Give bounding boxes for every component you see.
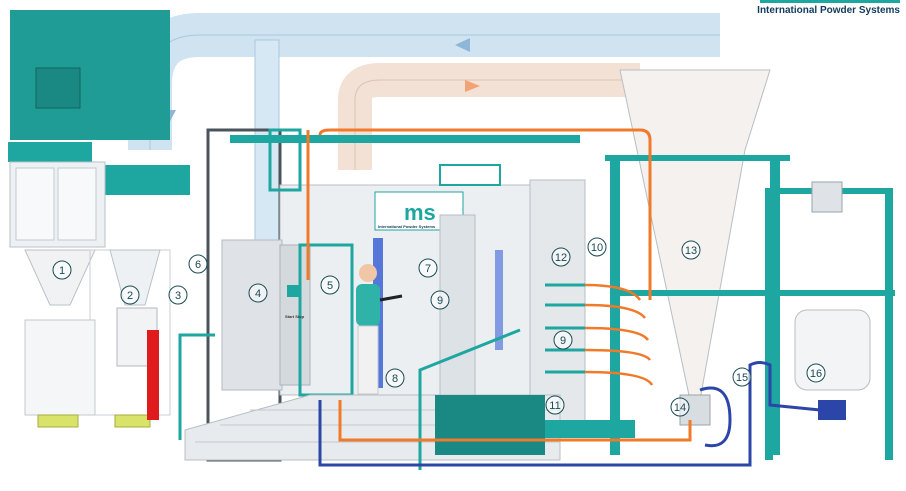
callout-number: 11 — [549, 400, 560, 412]
brand-accent-bar — [760, 0, 900, 3]
callout-9a: 9 — [430, 290, 450, 310]
callout-16: 16 — [806, 363, 826, 383]
callout-4: 4 — [248, 283, 268, 303]
booth-structure — [178, 128, 635, 470]
panel-label: Start Stop — [285, 314, 305, 319]
callout-11: 11 — [545, 395, 565, 415]
callout-circle — [587, 237, 607, 257]
flow-arrow-icon — [455, 38, 470, 52]
callout-13: 13 — [681, 240, 701, 260]
callout-10: 10 — [587, 237, 607, 257]
callout-circle — [52, 260, 72, 280]
callout-6: 6 — [188, 254, 208, 274]
callout-14: 14 — [670, 397, 690, 417]
callout-circle — [385, 368, 405, 388]
callout-number: 9 — [437, 295, 443, 307]
booth-logo-subtext: International Powder Systems — [378, 224, 436, 229]
callout-number: 1 — [59, 265, 65, 277]
brand-tagline: International Powder Systems — [757, 5, 900, 16]
booth-logo-text: ms — [404, 200, 436, 225]
callout-7: 7 — [418, 258, 438, 278]
callout-5: 5 — [320, 275, 340, 295]
callout-circle — [188, 254, 208, 274]
callout-number: 9 — [560, 335, 566, 347]
callout-number: 16 — [810, 368, 822, 380]
callout-12: 12 — [551, 247, 571, 267]
callout-number: 14 — [674, 402, 686, 414]
callout-number: 13 — [685, 245, 697, 257]
callout-8: 8 — [385, 368, 405, 388]
callout-number: 3 — [175, 290, 181, 302]
spray-gun-rack — [545, 283, 585, 374]
callout-circle — [681, 240, 701, 260]
callout-circle — [320, 275, 340, 295]
callout-number: 8 — [392, 373, 398, 385]
callout-circle — [120, 285, 140, 305]
callout-number: 4 — [255, 288, 261, 300]
callout-circle — [430, 290, 450, 310]
callout-number: 12 — [555, 252, 567, 264]
filter-unit — [8, 10, 190, 428]
callout-number: 10 — [591, 242, 603, 254]
callout-number: 6 — [195, 259, 201, 271]
callout-number: 2 — [127, 290, 133, 302]
powder-hoses — [306, 128, 821, 467]
callout-circle — [168, 285, 188, 305]
flow-arrow-icon — [465, 80, 480, 92]
big-bag-station — [765, 181, 893, 460]
callout-number: 15 — [736, 372, 748, 384]
callout-circle — [418, 258, 438, 278]
callout-circle — [670, 397, 690, 417]
callout-circle — [806, 363, 826, 383]
callout-2: 2 — [120, 285, 140, 305]
operator-figure — [356, 264, 403, 395]
callout-circle — [545, 395, 565, 415]
callout-circle — [551, 247, 571, 267]
callout-circle — [248, 283, 268, 303]
callout-9b: 9 — [553, 330, 573, 350]
callout-3: 3 — [168, 285, 188, 305]
callout-number: 7 — [425, 263, 431, 275]
callout-1: 1 — [52, 260, 72, 280]
callout-circle — [553, 330, 573, 350]
recovery-duct — [338, 63, 640, 170]
callout-15: 15 — [732, 367, 752, 387]
callout-number: 5 — [327, 280, 333, 292]
fire-extinguisher — [147, 330, 159, 420]
callout-circle — [732, 367, 752, 387]
